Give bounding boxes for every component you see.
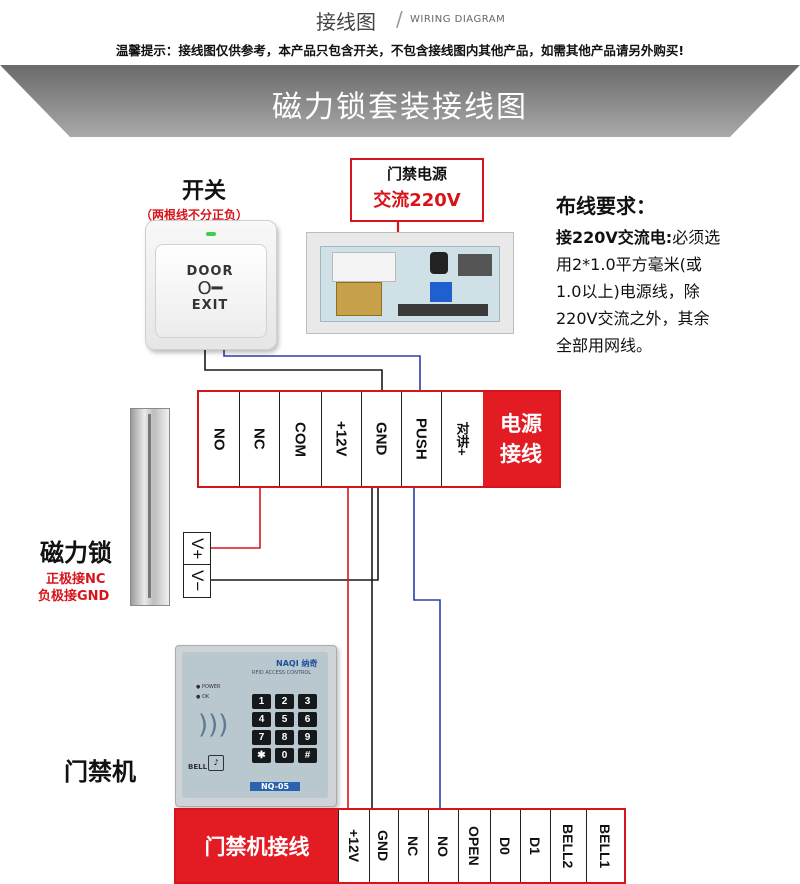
requirements-line-3: 1.0以上)电源线，除: [556, 282, 700, 301]
controller-brand: NAQI 纳奇: [276, 659, 318, 668]
header-title: 接线图: [316, 10, 376, 34]
terminal-nc: NC: [239, 392, 280, 486]
keypad-key: 4: [252, 712, 271, 727]
keypad-key: 8: [275, 730, 294, 745]
terminal-com: COM: [279, 392, 322, 486]
lock-groove: [148, 414, 151, 598]
power-label-box: [350, 158, 484, 222]
banner-shape: [0, 65, 800, 137]
power-terminal-tag: 电源 接线: [483, 392, 559, 486]
wire-gnd-vminus: [209, 486, 379, 581]
terminal-12v: +12V: [321, 392, 362, 486]
keypad-key: ✱: [252, 748, 271, 763]
maglock-title: 磁力锁: [40, 539, 112, 567]
wire-nc-vplus: [209, 486, 261, 549]
key-icon: O━: [197, 278, 223, 299]
requirements-title: 布线要求：: [556, 194, 656, 218]
requirements-line-2: 用2*1.0平方毫米(或: [556, 255, 702, 274]
terminal-gnd: GND: [361, 392, 402, 486]
requirements-lead: 接220V交流电:: [556, 228, 673, 247]
ctrl-terminal-12v: +12V: [338, 810, 370, 882]
ctrl-terminal-d0: D0: [490, 810, 521, 882]
wire-push-no: [413, 486, 441, 812]
ctrl-terminal-gnd: GND: [368, 810, 399, 882]
keypad-key: #: [298, 748, 317, 763]
ctrl-terminal-nc: NC: [398, 810, 429, 882]
maglock-terminal-positive: V+: [183, 532, 211, 566]
terminal-block-icon: [398, 304, 488, 316]
controller-model: NQ-05: [250, 782, 300, 791]
power-terminal-strip: NO NC COM +12V GND PUSH 对讲+ 电源 接线: [197, 390, 561, 488]
switch-led-icon: [206, 232, 216, 236]
relay-icon: [430, 282, 452, 302]
requirements-line-1: 接220V交流电:必须选: [556, 224, 720, 248]
requirements-line-5: 全部用网线。: [556, 336, 653, 355]
controller-subtitle: RFID ACCESS CONTROL: [252, 670, 312, 676]
controller-terminal-tag: 门禁机接线: [176, 810, 338, 882]
wire-switch-com: [204, 345, 383, 392]
maglock-terminal-negative: V−: [183, 564, 211, 598]
wire-switch-push: [223, 345, 421, 392]
banner-title: 磁力锁套装接线图: [272, 90, 528, 125]
keypad-key: 6: [298, 712, 317, 727]
power-tag-line-1: 电源: [500, 412, 542, 436]
requirements-line-4: 220V交流之外，其余: [556, 309, 710, 328]
requirements-line-1-rest: 必须选: [672, 228, 721, 247]
keypad-key: 9: [298, 730, 317, 745]
bell-icon: ♪: [208, 755, 224, 771]
power-indicator: ● POWER: [196, 684, 221, 690]
ctrl-terminal-no: NO: [428, 810, 459, 882]
exit-button: [155, 244, 267, 338]
switch-title: 开关: [182, 179, 227, 204]
controller-label: 门禁机: [64, 758, 136, 786]
power-supply-sticker: [332, 252, 396, 282]
ctrl-terminal-open: OPEN: [458, 810, 491, 882]
ctrl-terminal-bell1: BELL1: [597, 823, 613, 869]
keypad-key: 3: [298, 694, 317, 709]
maglock-plus-label: V+: [188, 538, 207, 560]
keypad-key: 2: [275, 694, 294, 709]
header-divider: /: [396, 7, 403, 31]
keypad-key: 0: [275, 748, 294, 763]
keypad-key: 1: [252, 694, 271, 709]
terminal-push: PUSH: [401, 392, 442, 486]
header-subtitle: WIRING DIAGRAM: [410, 14, 506, 25]
ctrl-terminal-bell2: BELL2: [550, 810, 587, 882]
switch-note: （两根线不分正负）: [140, 208, 249, 222]
power-subtitle: 交流220V: [373, 190, 461, 211]
maglock-note-positive: 正极接NC: [46, 572, 106, 587]
switch-door-text: DOOR: [186, 264, 234, 279]
capacitor-icon: [430, 252, 448, 274]
heatsink-icon: [458, 254, 492, 276]
power-tag-line-2: 接线: [500, 442, 542, 466]
notice-text: 温馨提示：接线图仅供参考，本产品只包含开关，不包含接线图内其他产品，如需其他产品…: [115, 43, 685, 58]
controller-terminal-strip: 门禁机接线 +12V GND NC NO OPEN D0 D1 BELL2 BE…: [174, 808, 626, 884]
terminal-no: NO: [199, 392, 240, 486]
keypad-key: 5: [275, 712, 294, 727]
maglock-note-negative: 负极接GND: [38, 589, 110, 604]
switch-exit-text: EXIT: [191, 298, 229, 313]
keypad-key: 7: [252, 730, 271, 745]
ctrl-terminal-d1: D1: [520, 810, 551, 882]
power-title: 门禁电源: [386, 165, 447, 183]
maglock-minus-label: V−: [188, 570, 207, 592]
ok-indicator: ● OK: [196, 694, 210, 700]
terminal-intercom: 对讲+: [441, 392, 484, 486]
rfid-icon: ))): [198, 710, 229, 740]
bell-text: BELL: [188, 763, 208, 771]
transformer-icon: [336, 282, 382, 316]
